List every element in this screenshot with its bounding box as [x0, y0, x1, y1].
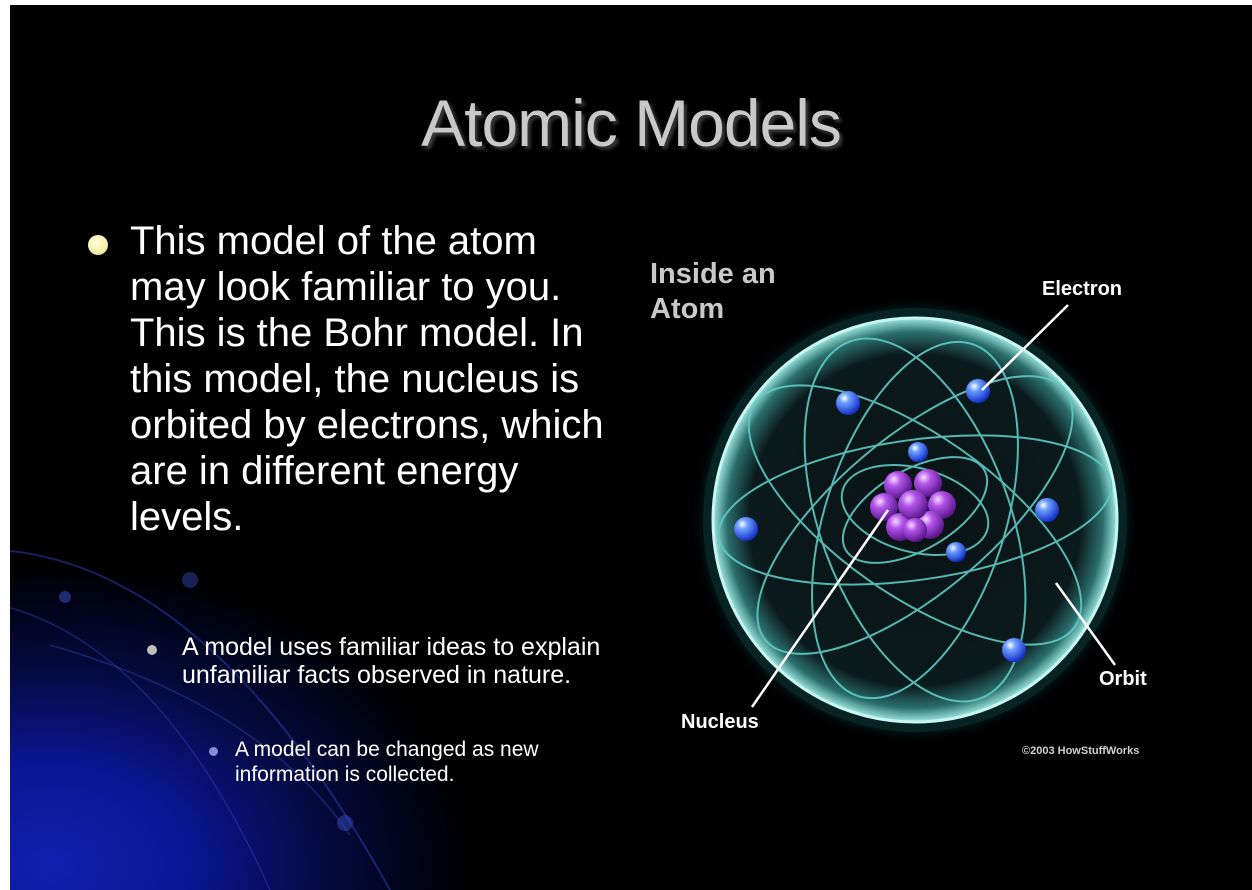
- slide: Atomic Models This model of the atom may…: [10, 5, 1252, 890]
- electron-label: Electron: [1042, 278, 1122, 300]
- slide-title: Atomic Models: [421, 86, 842, 160]
- bullet-level1: This model of the atom may look familiar…: [130, 219, 604, 539]
- bullet-dot-level3: [209, 747, 218, 756]
- bullet-level2: A model uses familiar ideas to explain u…: [182, 633, 601, 689]
- electrons: [734, 379, 1059, 662]
- bullet-level3: A model can be changed as new informatio…: [235, 738, 539, 786]
- bullet-dot-level2: [147, 645, 157, 655]
- orbit-label: Orbit: [1099, 668, 1147, 690]
- copyright-text: ©2003 HowStuffWorks: [1022, 745, 1139, 757]
- diagram-heading-line1: Inside an: [650, 258, 776, 290]
- nucleus-label: Nucleus: [681, 711, 759, 733]
- nucleus: [870, 469, 956, 542]
- atom-diagram: Inside an Atom Electron Orbit Nucleus ©2…: [650, 258, 1147, 757]
- orbits: [717, 337, 1113, 703]
- diagram-heading-line2: Atom: [650, 293, 724, 325]
- background-swirl: [10, 550, 391, 890]
- leader-lines: [750, 304, 1117, 708]
- bullet-dot-level1: [88, 235, 108, 255]
